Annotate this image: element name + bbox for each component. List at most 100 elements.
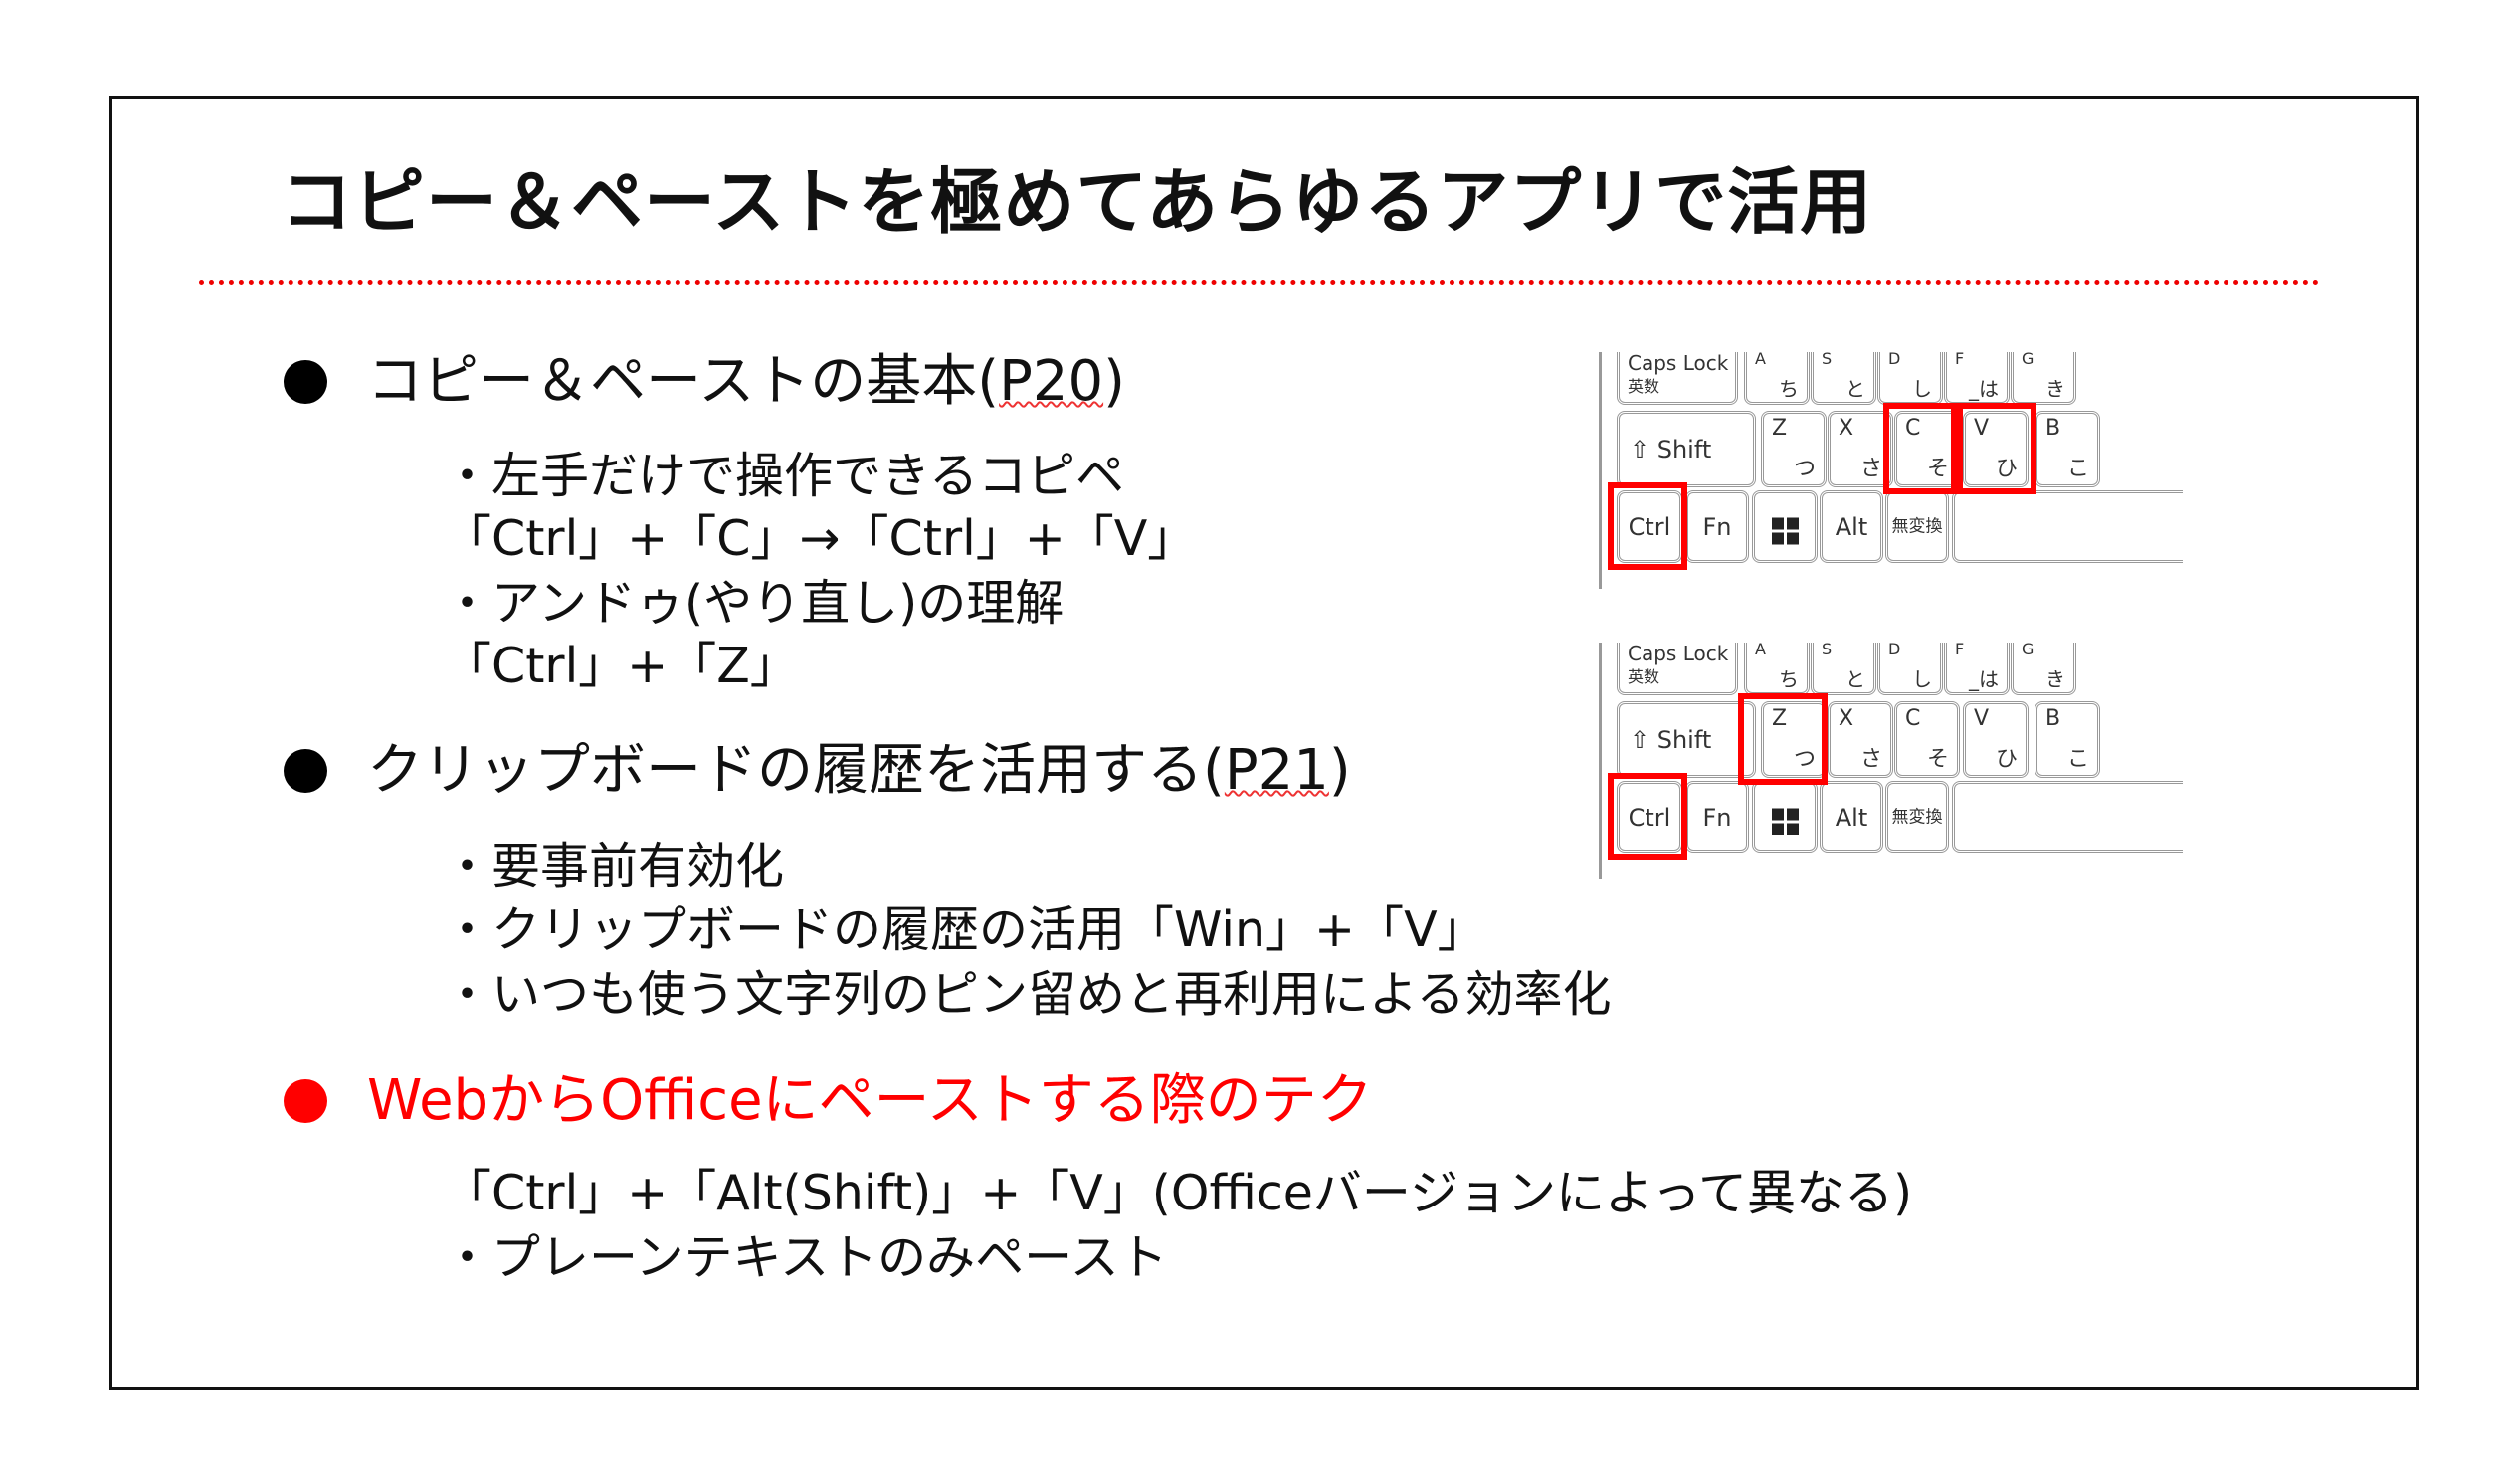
heading-text: WebからOfficeにペーストする際のテク <box>367 1068 1373 1133</box>
key-label: F <box>1955 352 1965 368</box>
key-muhenkan: 無変換 <box>1885 781 1949 853</box>
key-label: Ctrl <box>1628 512 1671 541</box>
key-label: B <box>2045 706 2061 731</box>
sub-line: ・アンドゥ(やり直し)の理解 <box>443 575 1065 632</box>
page-ref: P21 <box>1224 738 1329 803</box>
keyboard-edge <box>1599 352 1602 589</box>
key-label: ⇧ Shift <box>1630 725 1712 754</box>
key-kana: _は <box>1969 667 1999 691</box>
key-label: G <box>2022 352 2035 368</box>
key-label: V <box>1974 416 1990 441</box>
key-kana: _は <box>1969 377 1999 401</box>
key-label: A <box>1755 352 1766 368</box>
sub-line: ・左手だけで操作できるコピペ <box>443 448 1125 504</box>
key-windows <box>1752 781 1818 853</box>
key-label: Caps Lock <box>1628 352 1729 375</box>
key-fn: Fn <box>1685 781 1749 853</box>
heading-end: ) <box>1103 349 1125 414</box>
title-divider <box>199 280 2320 285</box>
bullet-icon <box>284 748 327 793</box>
key-highlight <box>1608 773 1687 860</box>
key-kana: き <box>2045 377 2065 401</box>
key-highlight <box>1608 482 1687 570</box>
key-label: Alt <box>1835 803 1868 832</box>
key-label: S <box>1822 643 1833 658</box>
sub-line: 「Ctrl」+「Z」 <box>443 638 799 694</box>
key-label: Z <box>1772 706 1788 731</box>
key-kana: つ <box>1793 457 1816 481</box>
page-ref: P20 <box>999 349 1104 414</box>
key-label: Fn <box>1702 803 1732 832</box>
heading-text: コピー＆ペーストの基本( <box>367 349 1000 414</box>
key-kana: と <box>1845 667 1865 691</box>
key: F _は <box>1944 643 2010 695</box>
sub-line: ・プレーンテキストのみペースト <box>443 1229 1168 1286</box>
key-label: D <box>1888 643 1901 658</box>
key-caps-lock: Caps Lock 英数 <box>1617 643 1738 695</box>
key-label: Z <box>1772 416 1788 441</box>
key-label: X <box>1839 416 1854 441</box>
key-kana: ち <box>1779 667 1799 691</box>
slide-title: コピー＆ペーストを極めてあらゆるアプリで活用 <box>281 160 1873 244</box>
key-label: 無変換 <box>1891 516 1943 536</box>
key-kana: し <box>1912 377 1932 401</box>
sub-line: ・クリップボードの履歴の活用「Win」+「V」 <box>443 901 1486 958</box>
key-label: D <box>1888 352 1901 368</box>
key-kana: つ <box>1793 747 1816 772</box>
heading-text: クリップボードの履歴を活用する( <box>367 738 1225 803</box>
key-kana: こ <box>2066 747 2089 772</box>
sub-line: ・要事前有効化 <box>443 838 785 895</box>
key-shift: ⇧ Shift <box>1617 701 1756 778</box>
key-label: V <box>1974 706 1990 731</box>
key-kana: さ <box>1859 747 1882 772</box>
key-label: Alt <box>1835 512 1868 541</box>
key-label: Caps Lock <box>1628 643 1729 665</box>
key-highlight <box>1883 403 1957 494</box>
key-alt: Alt <box>1820 781 1883 853</box>
key-kana: そ <box>1926 747 1949 772</box>
key-highlight <box>1957 403 2036 494</box>
key-label: F <box>1955 643 1965 658</box>
key-kana: こ <box>2066 457 2089 481</box>
key: F_は <box>1944 352 2010 405</box>
key-kana: き <box>2045 667 2065 691</box>
key-shift: ⇧ Shift <box>1617 411 1756 487</box>
section-heading-clipboard-history: クリップボードの履歴を活用する(P21) <box>284 737 1351 804</box>
key-ctrl: Ctrl <box>1617 490 1682 563</box>
key-alt: Alt <box>1820 490 1883 563</box>
key-kana: し <box>1912 667 1932 691</box>
key-label: B <box>2045 416 2061 441</box>
key-kana: さ <box>1859 457 1882 481</box>
key-sublabel: 英数 <box>1628 667 1660 686</box>
key-label: C <box>1905 706 1921 731</box>
key-label: ⇧ Shift <box>1630 435 1712 464</box>
key-label: S <box>1822 352 1833 368</box>
key-kana: そ <box>1926 457 1949 481</box>
key-label: 無変換 <box>1891 807 1943 827</box>
key-kana: ち <box>1779 377 1799 401</box>
key-label: C <box>1905 416 1921 441</box>
heading-end: ) <box>1328 738 1351 803</box>
key-space <box>1952 781 2183 853</box>
key-space <box>1952 490 2183 563</box>
key-label: G <box>2022 643 2035 658</box>
windows-logo-icon <box>1771 808 1799 835</box>
